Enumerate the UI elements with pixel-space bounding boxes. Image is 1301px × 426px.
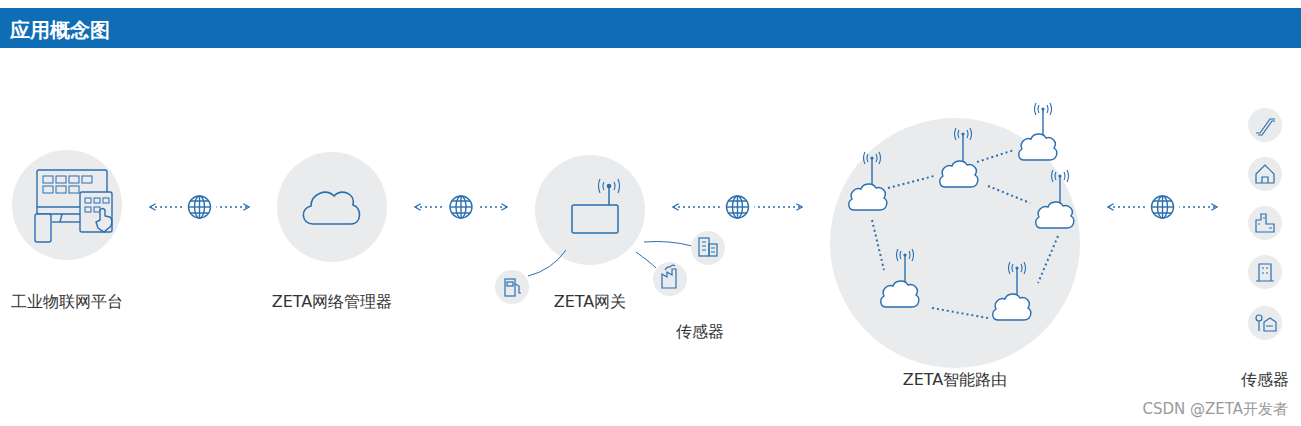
node-circle: ZETA智能路由 — [830, 118, 1080, 368]
diagram-title: 应用概念图 — [10, 17, 110, 44]
node-circle: 工业物联网平台 — [12, 150, 122, 260]
network-connector — [415, 190, 507, 224]
network-connector — [150, 190, 249, 224]
node-label: ZETA网络管理器 — [272, 292, 393, 313]
node-circle: ZETA网关 — [535, 155, 645, 265]
network-connector — [1108, 190, 1217, 224]
network-connector — [673, 190, 802, 224]
node-label: 工业物联网平台 — [11, 292, 123, 313]
node-circle: ZETA网络管理器 — [277, 152, 387, 262]
node-label: ZETA智能路由 — [903, 370, 1008, 391]
node-label: ZETA网关 — [554, 292, 627, 313]
title-band — [0, 8, 1301, 48]
sensor-label: 传感器 — [676, 322, 724, 343]
watermark: CSDN @ZETA开发者 — [1142, 400, 1288, 419]
node-circle: 传感器 — [1245, 105, 1285, 341]
node-label: 传感器 — [1241, 370, 1289, 391]
